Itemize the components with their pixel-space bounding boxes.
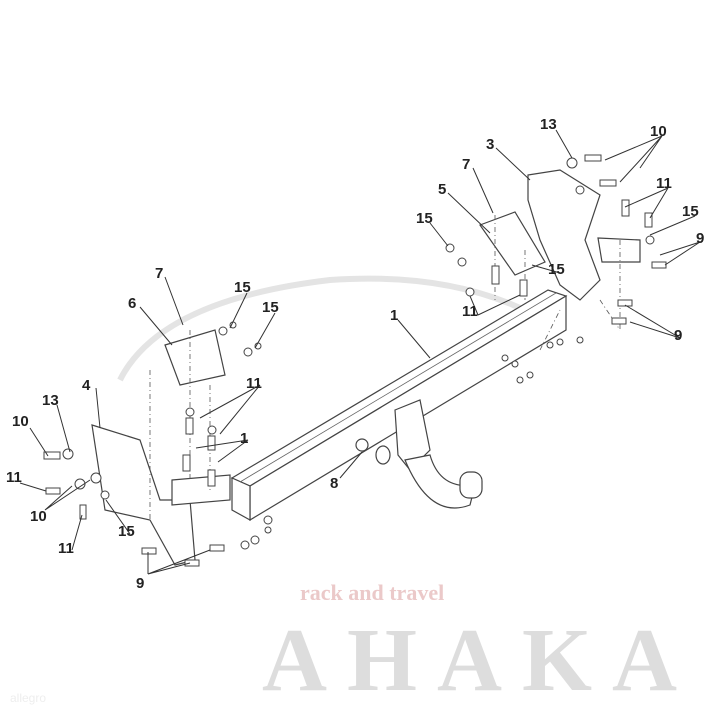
label-part-9: 9 [696,230,704,247]
label-part-11: 11 [246,375,262,392]
label-part-7: 7 [462,156,470,173]
label-part-13: 13 [540,116,557,133]
label-part-15: 15 [416,210,433,227]
label-part-10: 10 [30,508,47,525]
label-part-11: 11 [462,303,478,320]
label-part-4: 4 [82,377,91,394]
label-part-15: 15 [682,203,699,220]
label-part-1: 1 [390,307,398,324]
label-part-15: 15 [234,279,251,296]
label-part-15: 15 [548,261,565,278]
label-part-13: 13 [42,392,59,409]
fasteners [43,154,667,567]
part-labels: 1 1 3 4 5 6 7 7 8 9 9 9 10 10 10 11 11 1… [6,116,704,592]
watermark-car-icon [117,275,562,382]
tow-ball-assembly [355,399,483,509]
watermark-tagline: rack and travel [300,580,444,605]
label-part-15: 15 [118,523,135,540]
left-mounting-plate [164,329,226,386]
label-part-11: 11 [6,469,22,486]
main-crossbeam [230,289,568,522]
right-side-bracket [527,169,641,301]
label-part-3: 3 [486,136,494,153]
right-mounting-plate [479,211,546,276]
label-part-1: 1 [240,430,248,447]
corner-watermark: allegro [10,691,46,705]
label-part-9: 9 [136,575,144,592]
label-part-9: 9 [674,327,682,344]
label-part-7: 7 [155,265,163,282]
label-part-11: 11 [656,175,672,192]
label-part-5: 5 [438,181,446,198]
label-part-8: 8 [330,475,338,492]
label-part-15: 15 [262,299,279,316]
label-part-10: 10 [650,123,667,140]
label-part-11: 11 [58,540,74,557]
label-part-10: 10 [12,413,29,430]
leader-lines [19,129,701,575]
watermark: rack and travel AHAKA allegro [10,580,697,710]
watermark-brand: AHAKA [262,611,697,710]
label-part-6: 6 [128,295,136,312]
